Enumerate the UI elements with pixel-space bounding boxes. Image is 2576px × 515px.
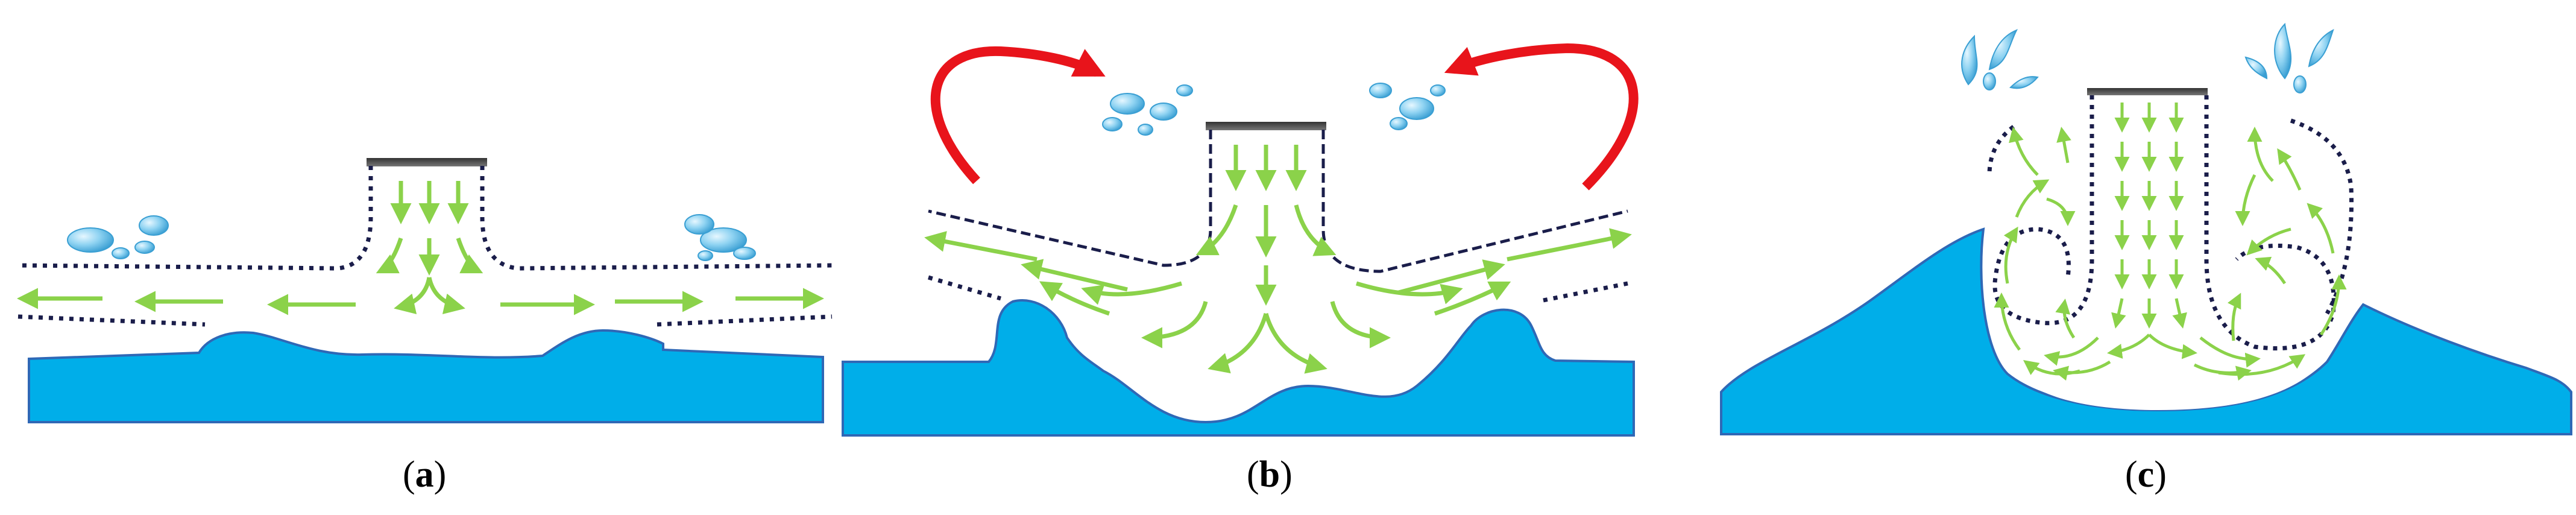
nozzle-icon xyxy=(2087,88,2208,95)
water-pool xyxy=(28,329,824,423)
nozzle-icon xyxy=(367,158,487,166)
outer-boundary xyxy=(1987,125,2015,175)
jet-boundary xyxy=(1992,95,2094,326)
panel-c xyxy=(1720,22,2572,435)
nozzle-icon xyxy=(1206,122,1326,130)
panel-a xyxy=(17,158,833,423)
flow-arrows xyxy=(1994,103,2347,381)
panel-caption-a: (a) xyxy=(403,454,447,495)
panel-b xyxy=(842,43,1639,437)
panel-caption-c: (c) xyxy=(2125,454,2167,495)
water-droplet-icon xyxy=(1102,83,1446,136)
water-splash-icon xyxy=(67,214,756,261)
jet-boundary xyxy=(1321,130,1628,273)
wall-boundary xyxy=(17,314,206,327)
flow-arrows xyxy=(924,145,1632,374)
wall-boundary xyxy=(928,275,1001,301)
water-splash-icon xyxy=(1961,22,2334,93)
wall-boundary xyxy=(657,314,833,327)
water-pool xyxy=(842,299,1635,437)
flow-arrows xyxy=(17,181,824,315)
wall-boundary xyxy=(1543,281,1628,303)
panel-caption-b: (b) xyxy=(1247,454,1293,495)
jet-boundary xyxy=(928,130,1212,267)
jet-boundary xyxy=(17,166,373,271)
circulation-arrow-icon xyxy=(930,46,1106,185)
circulation-arrow-icon xyxy=(1444,43,1639,191)
jet-boundary xyxy=(480,166,833,271)
